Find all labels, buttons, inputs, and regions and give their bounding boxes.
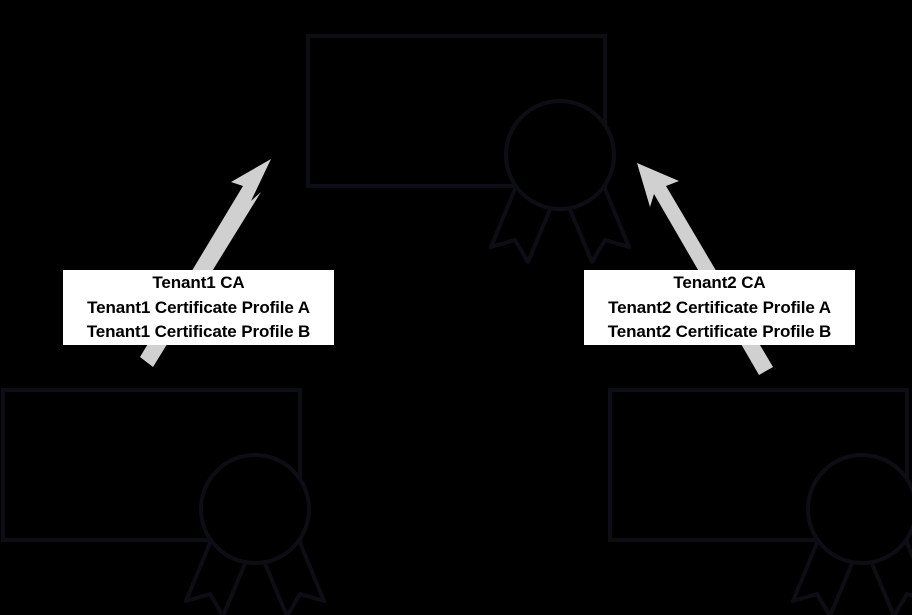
label-tenant2-line-2: Tenant2 Certificate Profile A xyxy=(608,297,831,317)
label-tenant1-line-2: Tenant1 Certificate Profile A xyxy=(87,297,310,317)
label-tenant2-line-3: Tenant2 Certificate Profile B xyxy=(607,322,832,341)
label-box-tenant1: Tenant1 CA Tenant1 Certificate Profile A… xyxy=(63,270,334,345)
label-box-tenant2: Tenant2 CA Tenant2 Certificate Profile A… xyxy=(584,270,855,345)
label-tenant2-line-1: Tenant2 CA xyxy=(673,273,766,292)
label-tenant1-line-3: Tenant1 Certificate Profile B xyxy=(86,322,311,341)
label-tenant1-line-1: Tenant1 CA xyxy=(152,273,245,292)
